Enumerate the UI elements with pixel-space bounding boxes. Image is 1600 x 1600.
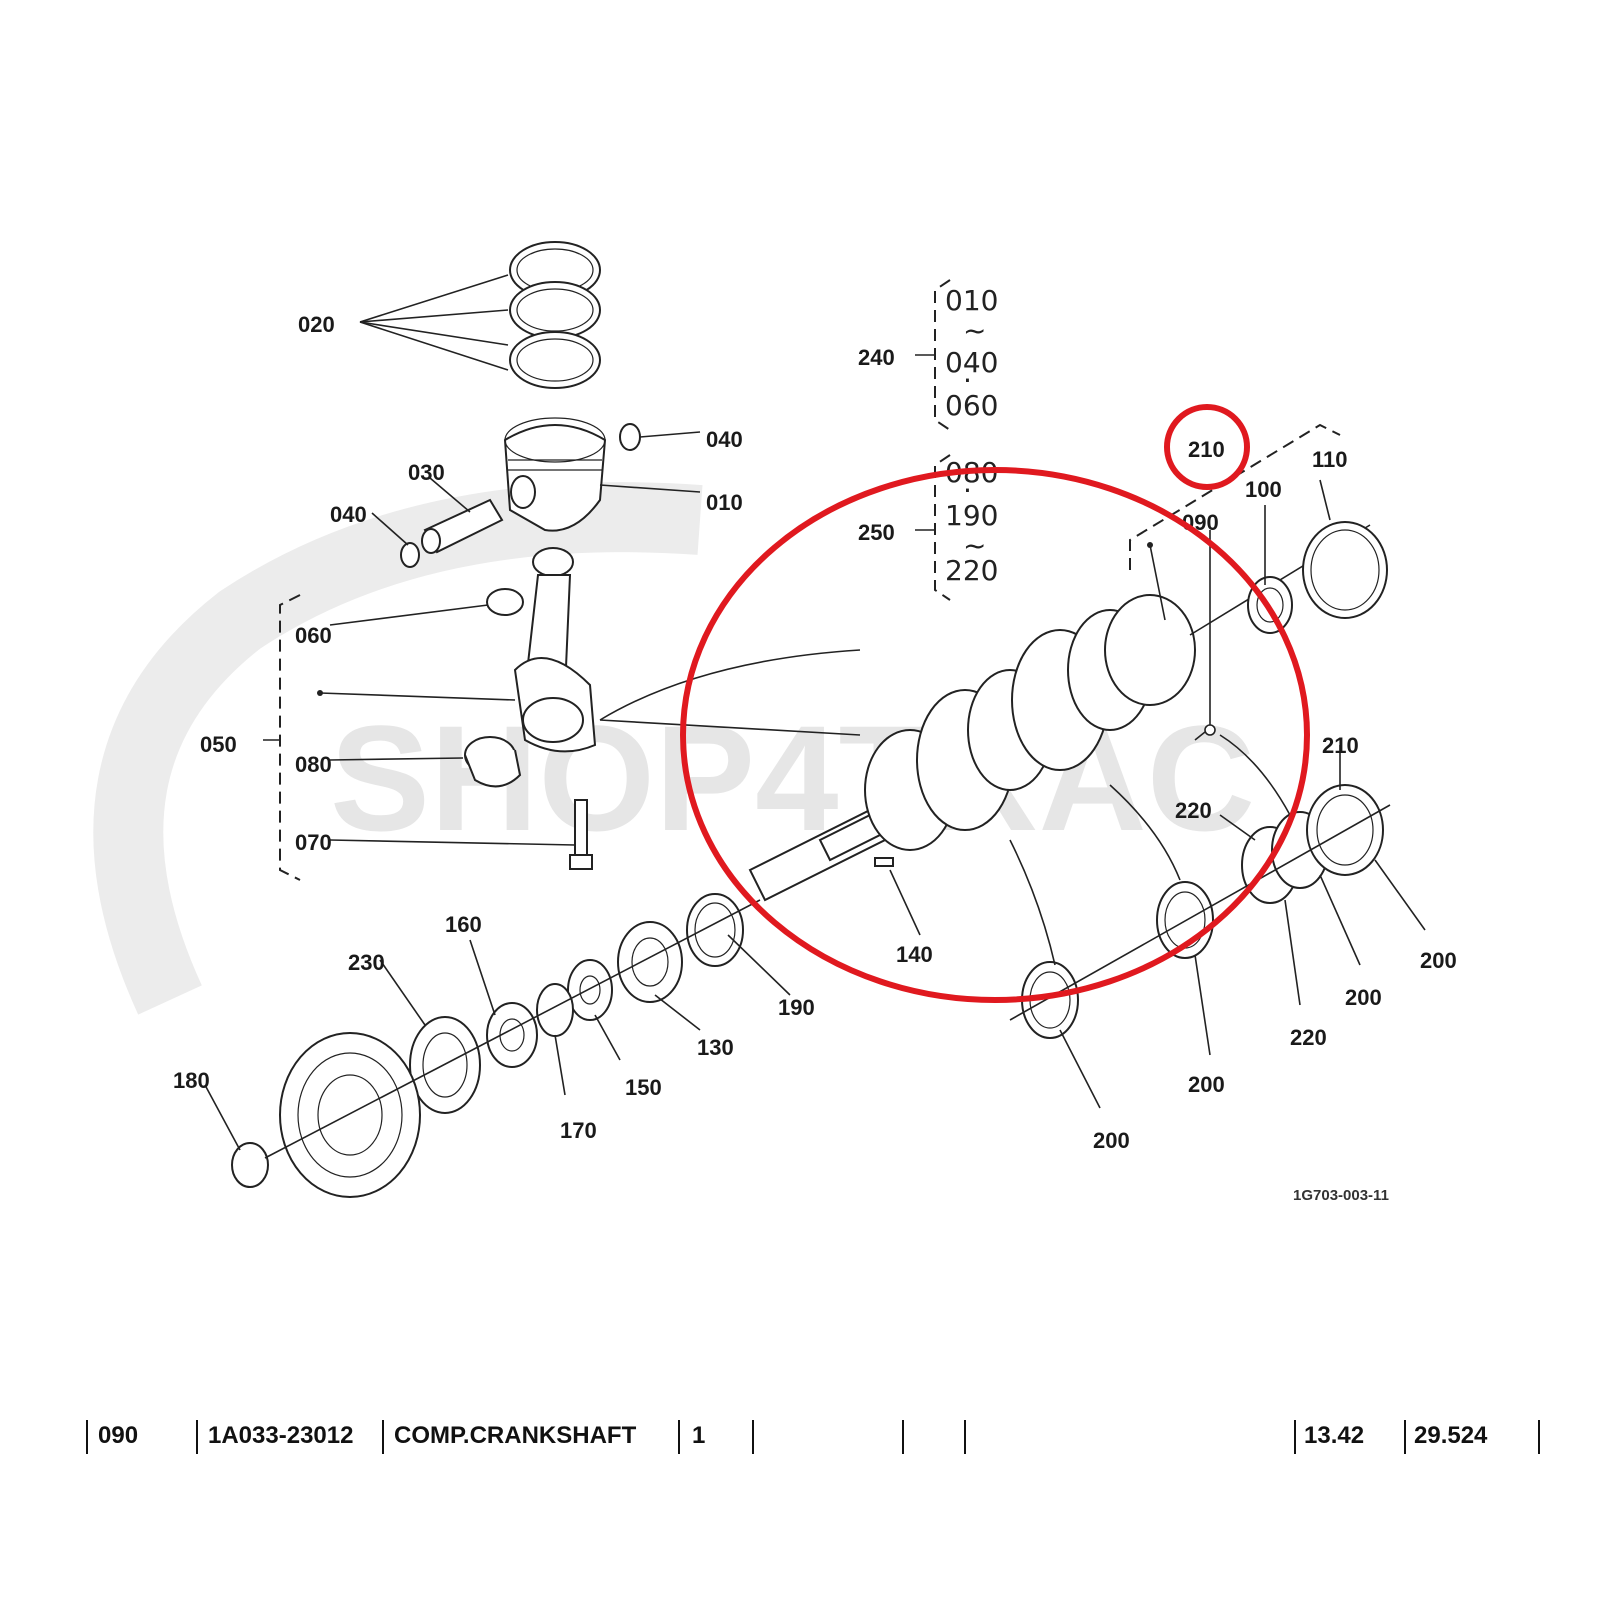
callout-010[interactable]: 010 bbox=[706, 490, 743, 515]
callout-180[interactable]: 180 bbox=[173, 1068, 210, 1093]
callout-030[interactable]: 030 bbox=[408, 460, 445, 485]
callout-040-top[interactable]: 040 bbox=[706, 427, 743, 452]
cell-col9: 29.524 bbox=[1414, 1422, 1488, 1449]
group-range-240-tilde: ~ bbox=[963, 314, 986, 347]
group-range-240-end: 060 bbox=[945, 389, 998, 422]
callout-200-b[interactable]: 200 bbox=[1188, 1072, 1225, 1097]
callout-220-a[interactable]: 220 bbox=[1290, 1025, 1327, 1050]
callout-190[interactable]: 190 bbox=[778, 995, 815, 1020]
callout-200-c[interactable]: 200 bbox=[1345, 985, 1382, 1010]
callout-200-a[interactable]: 200 bbox=[1093, 1128, 1130, 1153]
cell-ref: 090 bbox=[98, 1422, 139, 1449]
column-separator bbox=[1404, 1420, 1406, 1454]
callout-100[interactable]: 090 bbox=[1182, 510, 1219, 535]
callout-210-b[interactable]: 210 bbox=[1322, 733, 1359, 758]
piston-rings bbox=[359, 241, 601, 389]
callout-110[interactable]: 100 bbox=[1245, 477, 1282, 502]
column-separator bbox=[196, 1420, 198, 1454]
group-ref-250: 250 bbox=[858, 520, 895, 545]
cell-part-no: 1A033-23012 bbox=[208, 1422, 354, 1449]
group-range-250-dot: · bbox=[963, 474, 972, 507]
callout-020[interactable]: 020 bbox=[298, 312, 335, 337]
callout-050[interactable]: 050 bbox=[200, 732, 237, 757]
callout-210-a[interactable]: 220 bbox=[1175, 798, 1212, 823]
callout-130[interactable]: 130 bbox=[697, 1035, 734, 1060]
cell-col8: 13.42 bbox=[1304, 1422, 1365, 1449]
column-separator bbox=[1538, 1420, 1540, 1454]
cell-description: COMP.CRANKSHAFT bbox=[394, 1422, 637, 1449]
callout-140[interactable]: 140 bbox=[896, 942, 933, 967]
column-separator bbox=[752, 1420, 754, 1454]
column-separator bbox=[678, 1420, 680, 1454]
group-range-250-end: 220 bbox=[945, 554, 998, 587]
front-assembly bbox=[204, 893, 791, 1198]
table-row[interactable]: 090 1A033-23012 COMP.CRANKSHAFT 1 13.42 … bbox=[86, 1418, 1546, 1454]
callout-150[interactable]: 150 bbox=[625, 1075, 662, 1100]
column-separator bbox=[86, 1420, 88, 1454]
group-ref-240: 240 bbox=[858, 345, 895, 370]
column-separator bbox=[964, 1420, 966, 1454]
callout-040-left[interactable]: 040 bbox=[330, 502, 367, 527]
cell-qty: 1 bbox=[692, 1422, 706, 1449]
parts-table: 090 1A033-23012 COMP.CRANKSHAFT 1 13.42 … bbox=[86, 1418, 1546, 1454]
highlight-crankshaft-ellipse bbox=[680, 467, 1310, 1003]
callout-170[interactable]: 170 bbox=[560, 1118, 597, 1143]
callout-070[interactable]: 070 bbox=[295, 830, 332, 855]
piston bbox=[503, 417, 701, 532]
figure-code: 1G703-003-11 bbox=[1293, 1187, 1389, 1204]
callout-160[interactable]: 160 bbox=[445, 912, 482, 937]
group-range-250-tilde: ~ bbox=[963, 529, 986, 562]
callout-060[interactable]: 060 bbox=[295, 623, 332, 648]
group-range-250-mid: 190 bbox=[945, 499, 998, 532]
crankshaft bbox=[748, 524, 1371, 936]
group-range-240-mid: 040 bbox=[945, 346, 998, 379]
group-range-240-dot: · bbox=[963, 364, 972, 397]
callout-080[interactable]: 080 bbox=[295, 752, 332, 777]
callout-120[interactable]: 110 bbox=[1312, 447, 1348, 472]
highlight-callout-090-circle bbox=[1164, 404, 1250, 490]
piston-pin bbox=[371, 477, 504, 568]
group-brackets bbox=[915, 279, 951, 601]
connecting-rod bbox=[263, 547, 861, 881]
column-separator bbox=[1294, 1420, 1296, 1454]
callout-230[interactable]: 230 bbox=[348, 950, 385, 975]
column-separator bbox=[902, 1420, 904, 1454]
group-range-240-start: 010 bbox=[945, 284, 998, 317]
column-separator bbox=[382, 1420, 384, 1454]
callout-220-b[interactable]: 200 bbox=[1420, 948, 1457, 973]
callout-090[interactable]: 210 bbox=[1188, 437, 1225, 462]
callout-labels: 020 040 030 010 040 060 050 080 070 160 … bbox=[173, 312, 1457, 1153]
